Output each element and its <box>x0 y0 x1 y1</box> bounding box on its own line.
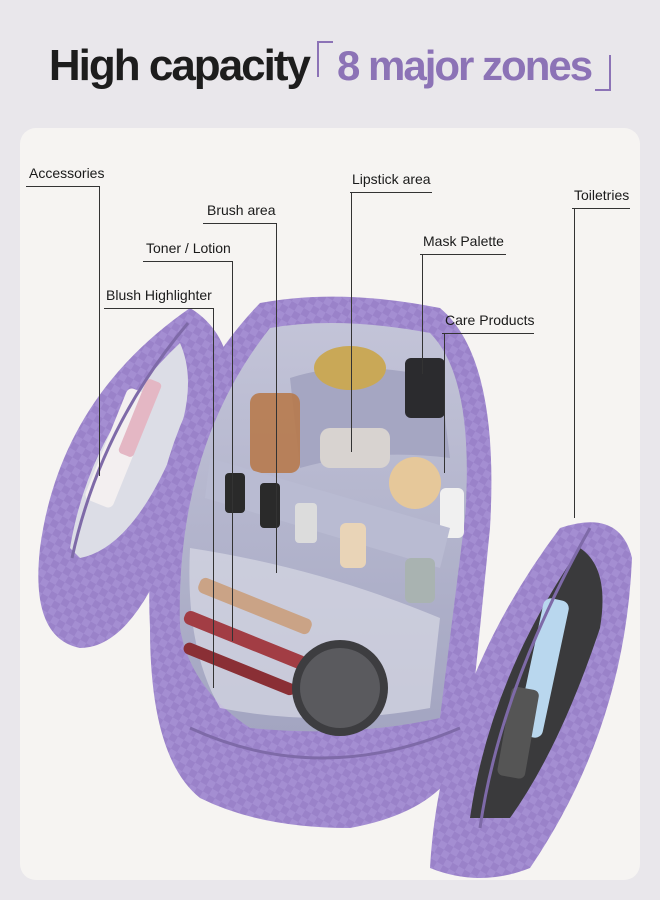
leader-blush-h <box>104 308 214 309</box>
callout-lipstick-area: Lipstick area <box>352 171 431 187</box>
leader-toner-h <box>143 261 233 262</box>
callout-toiletries: Toiletries <box>574 187 630 203</box>
leader-toiletries-v <box>574 208 575 518</box>
callout-toner-lotion: Toner / Lotion <box>146 240 231 256</box>
bracket-open <box>316 41 333 77</box>
leader-lipstick-v <box>351 192 352 452</box>
leader-mask-h <box>420 254 506 255</box>
product-photo: Accessories Brush area Lipstick area Ton… <box>20 128 640 880</box>
main-bag <box>149 296 492 828</box>
callout-blush-highlighter: Blush Highlighter <box>106 287 212 303</box>
right-pouch <box>430 522 632 878</box>
leader-lipstick-h <box>350 192 432 193</box>
leader-brush-h <box>203 223 277 224</box>
left-pouch <box>38 308 232 648</box>
leader-accessories-h <box>26 186 100 187</box>
callout-brush-area: Brush area <box>207 202 276 218</box>
headline: High capacity 8 major zones <box>0 26 660 106</box>
leader-brush-v <box>276 223 277 573</box>
leader-accessories-v <box>99 186 100 476</box>
leader-toner-v <box>232 261 233 641</box>
callout-accessories: Accessories <box>29 165 105 181</box>
leader-mask-v <box>422 254 423 374</box>
leader-blush-v <box>213 308 214 688</box>
leader-toiletries-h <box>572 208 630 209</box>
callout-care-products: Care Products <box>445 312 535 328</box>
leader-care-h <box>442 333 534 334</box>
callout-mask-palette: Mask Palette <box>423 233 504 249</box>
bracket-close <box>595 55 612 91</box>
title-main: High capacity <box>48 41 311 90</box>
leader-care-v <box>444 333 445 473</box>
title-accent: 8 major zones <box>336 42 593 89</box>
product-illustration <box>38 296 632 878</box>
